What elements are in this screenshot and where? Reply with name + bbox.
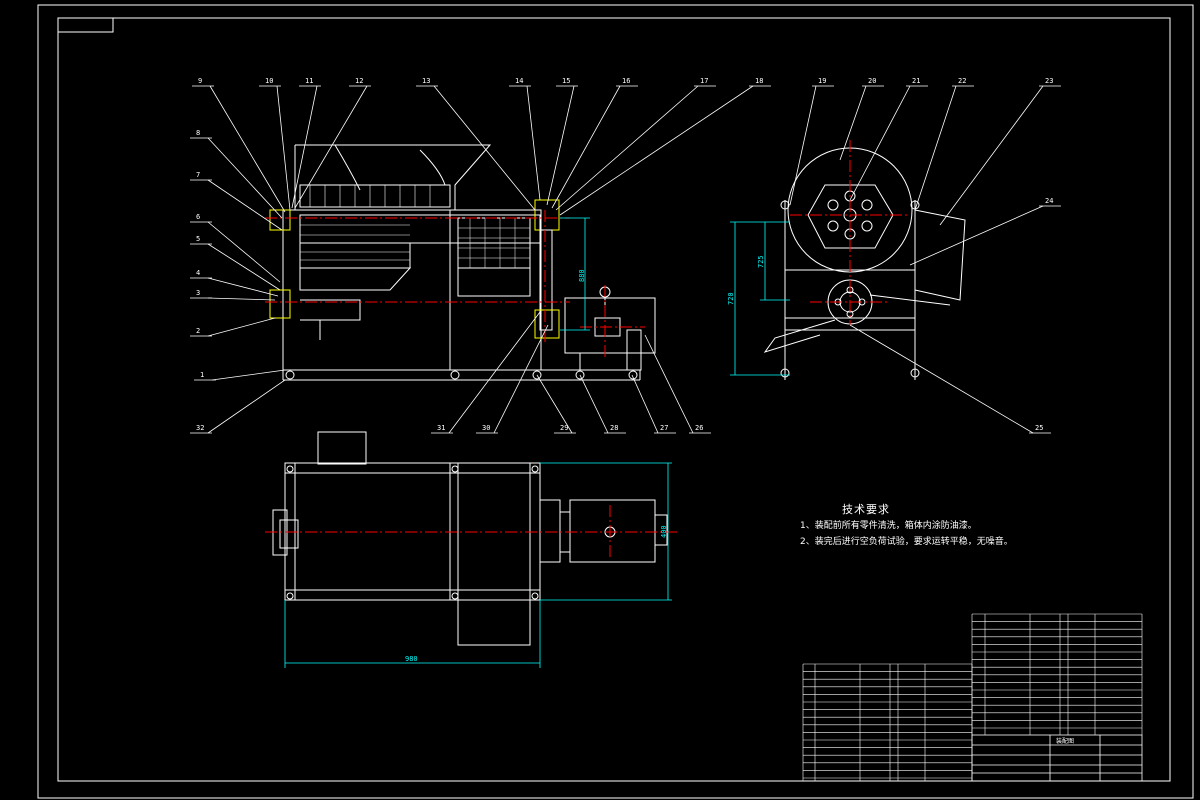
leader-line bbox=[526, 85, 541, 201]
part-label-10: 10 bbox=[265, 77, 273, 85]
leader-line bbox=[207, 379, 286, 434]
dim-top-width: 400 bbox=[660, 525, 668, 538]
leader-line bbox=[207, 317, 276, 337]
leader-line bbox=[536, 374, 573, 434]
leader-line bbox=[211, 369, 286, 381]
part-label-27: 27 bbox=[660, 424, 668, 432]
part-label-25: 25 bbox=[1035, 424, 1043, 432]
leader-line bbox=[939, 85, 1044, 226]
part-label-3: 3 bbox=[196, 289, 200, 297]
part-label-2: 2 bbox=[196, 327, 200, 335]
leader-line bbox=[207, 221, 281, 283]
part-label-12: 12 bbox=[355, 77, 363, 85]
leader-line bbox=[849, 324, 1034, 434]
leader-line bbox=[839, 85, 867, 161]
side-view-centerlines bbox=[790, 140, 910, 325]
leader-line bbox=[207, 297, 276, 301]
part-label-15: 15 bbox=[562, 77, 570, 85]
part-label-9: 9 bbox=[198, 77, 202, 85]
part-label-1: 1 bbox=[200, 371, 204, 379]
leader-line bbox=[909, 205, 1044, 266]
part-label-24: 24 bbox=[1045, 197, 1053, 205]
part-label-16: 16 bbox=[622, 77, 630, 85]
part-label-6: 6 bbox=[196, 213, 200, 221]
leader-line bbox=[559, 85, 754, 216]
dimension-texts: 880 720 725 980 400 bbox=[405, 255, 765, 663]
leader-line bbox=[209, 85, 286, 213]
leader-line bbox=[914, 85, 957, 211]
part-label-31: 31 bbox=[437, 424, 445, 432]
top-view bbox=[272, 431, 668, 646]
leader-line bbox=[291, 85, 318, 209]
part-label-5: 5 bbox=[196, 235, 200, 243]
part-label-29: 29 bbox=[560, 424, 568, 432]
front-view-dimension bbox=[560, 217, 590, 331]
leader-line bbox=[207, 277, 279, 297]
leader-line bbox=[849, 85, 911, 201]
tech-requirement-2: 2、装完后进行空负荷试验，要求运转平稳，无噪音。 bbox=[800, 537, 1013, 547]
leader-line bbox=[631, 374, 659, 434]
part-label-30: 30 bbox=[482, 424, 490, 432]
part-label-8: 8 bbox=[196, 129, 200, 137]
parts-list-table bbox=[802, 613, 1143, 781]
part-label-21: 21 bbox=[912, 77, 920, 85]
part-label-14: 14 bbox=[515, 77, 523, 85]
part-leader-lines bbox=[190, 85, 1061, 434]
part-label-18: 18 bbox=[755, 77, 763, 85]
dim-side-inner-height: 725 bbox=[757, 255, 765, 268]
leader-line bbox=[433, 85, 536, 211]
part-label-20: 20 bbox=[868, 77, 876, 85]
leader-line bbox=[294, 85, 368, 209]
leader-line bbox=[551, 85, 621, 209]
part-label-19: 19 bbox=[818, 77, 826, 85]
leader-line bbox=[207, 179, 283, 231]
front-view-centerlines bbox=[265, 210, 645, 360]
leader-line bbox=[493, 324, 549, 434]
top-view-dimensions bbox=[284, 462, 672, 668]
leader-line bbox=[448, 311, 541, 434]
tech-requirement-1: 1、装配前所有零件清洗，箱体内涂防油漆。 bbox=[800, 521, 977, 531]
part-label-4: 4 bbox=[196, 269, 200, 277]
tech-requirements-title: 技术要求 bbox=[842, 503, 890, 516]
leader-line bbox=[579, 374, 609, 434]
leader-line bbox=[555, 85, 699, 211]
side-view bbox=[763, 147, 966, 380]
side-view-dimensions bbox=[730, 221, 790, 376]
top-view-centerlines bbox=[265, 505, 680, 560]
part-label-17: 17 bbox=[700, 77, 708, 85]
drawing-frame bbox=[37, 4, 1194, 799]
leader-line bbox=[789, 85, 817, 206]
part-label-28: 28 bbox=[610, 424, 618, 432]
part-label-13: 13 bbox=[422, 77, 430, 85]
dim-top-length: 980 bbox=[405, 655, 418, 663]
part-label-23: 23 bbox=[1045, 77, 1053, 85]
title-block-name: 装配图 bbox=[1056, 737, 1074, 745]
front-view bbox=[269, 144, 656, 381]
dim-front-height: 880 bbox=[578, 269, 586, 282]
leader-line bbox=[276, 85, 291, 211]
part-label-22: 22 bbox=[958, 77, 966, 85]
part-label-11: 11 bbox=[305, 77, 313, 85]
leader-line bbox=[207, 137, 283, 219]
leader-line bbox=[207, 243, 281, 291]
part-label-32: 32 bbox=[196, 424, 204, 432]
dim-side-total-height: 720 bbox=[727, 292, 735, 305]
part-label-7: 7 bbox=[196, 171, 200, 179]
part-label-26: 26 bbox=[695, 424, 703, 432]
title-block: 装配图 bbox=[971, 734, 1143, 782]
leader-line bbox=[644, 334, 694, 434]
leader-line bbox=[546, 85, 575, 206]
